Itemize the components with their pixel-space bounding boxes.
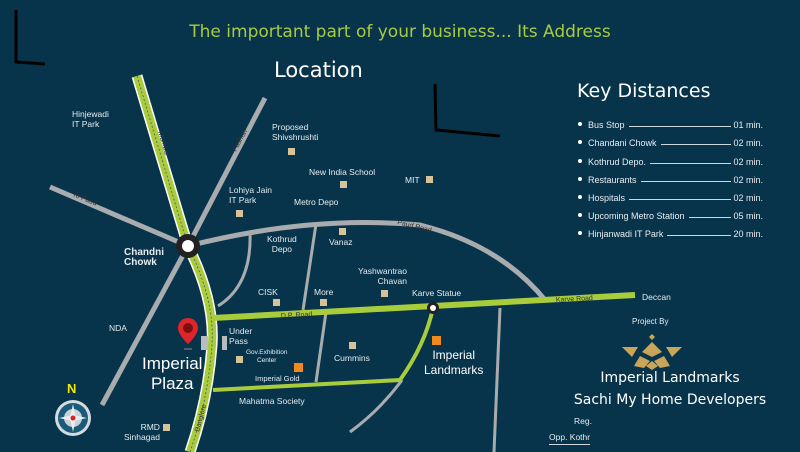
corner-stroke [14,10,46,66]
key-distance-item: Kothrud Depo.02 min. [578,148,763,167]
compass-north-label: N [67,381,77,396]
underpass-block [222,336,227,350]
place-more: More [314,287,334,297]
place-new-india-school: New India School [309,167,376,177]
developer-name-2: Sachi My Home Developers [573,392,767,408]
place-cisk: CISK [258,287,278,297]
imperial-landmarks-marker [432,336,441,345]
place-marker [340,181,347,188]
place-marker [381,290,388,297]
imperial-gold-marker [294,363,303,372]
place-marker [163,424,170,431]
key-distances-title: Key Distances [577,80,711,102]
place-marker [236,356,243,363]
road-nda [99,244,191,407]
road-dp-karve [212,292,636,321]
road-to-paud [49,184,189,249]
road-pashan [185,96,268,248]
place-nda: NDA [109,323,127,333]
road-vanaz [301,223,318,311]
place-cummins: Cummins [334,353,370,363]
place-imperial-gold: Imperial Gold [255,374,300,383]
location-title: Location [274,58,363,82]
road-south-branch [349,379,404,434]
road-label-to-paud: To Paud [71,191,98,207]
reg-label: Reg. [574,416,592,426]
place-vanaz: Vanaz [329,237,353,247]
place-marker [349,342,356,349]
developer-name-1: Imperial Landmarks [600,370,740,386]
place-marker [273,299,280,306]
place-marker [320,299,327,306]
location-pin-icon [178,318,198,350]
road-kothrud-branch [217,231,252,308]
place-marker [236,210,243,217]
place-mahatma-society: Mahatma Society [239,396,305,406]
place-marker [426,176,433,183]
place-marker [288,148,295,155]
road-paud [187,220,547,302]
road-label-dp-road: D.P. Road [281,311,313,320]
compass-icon [55,400,91,436]
road-green-lower [212,307,435,392]
address-partial: Opp. Kothr [549,432,591,445]
road-label-karve-road: Karve Road [556,295,593,304]
place-mit: MIT [405,175,420,185]
gray-roads [49,96,547,452]
underpass-block [201,336,208,350]
imperial-landmarks-logo [622,334,682,370]
place-deccan: Deccan [642,292,671,302]
road-deccan-south [492,307,502,452]
project-by-label: Project By [632,317,669,326]
place-metro-depo: Metro Depo [294,197,339,207]
corner-stroke [433,83,501,138]
road-label-paud-road: Paud Road [397,219,433,234]
road-more [314,311,328,383]
place-karve-statue: Karve Statue [412,288,462,298]
green-roads [131,74,636,452]
tagline: The important part of your business... I… [189,22,611,42]
place-marker [339,228,346,235]
